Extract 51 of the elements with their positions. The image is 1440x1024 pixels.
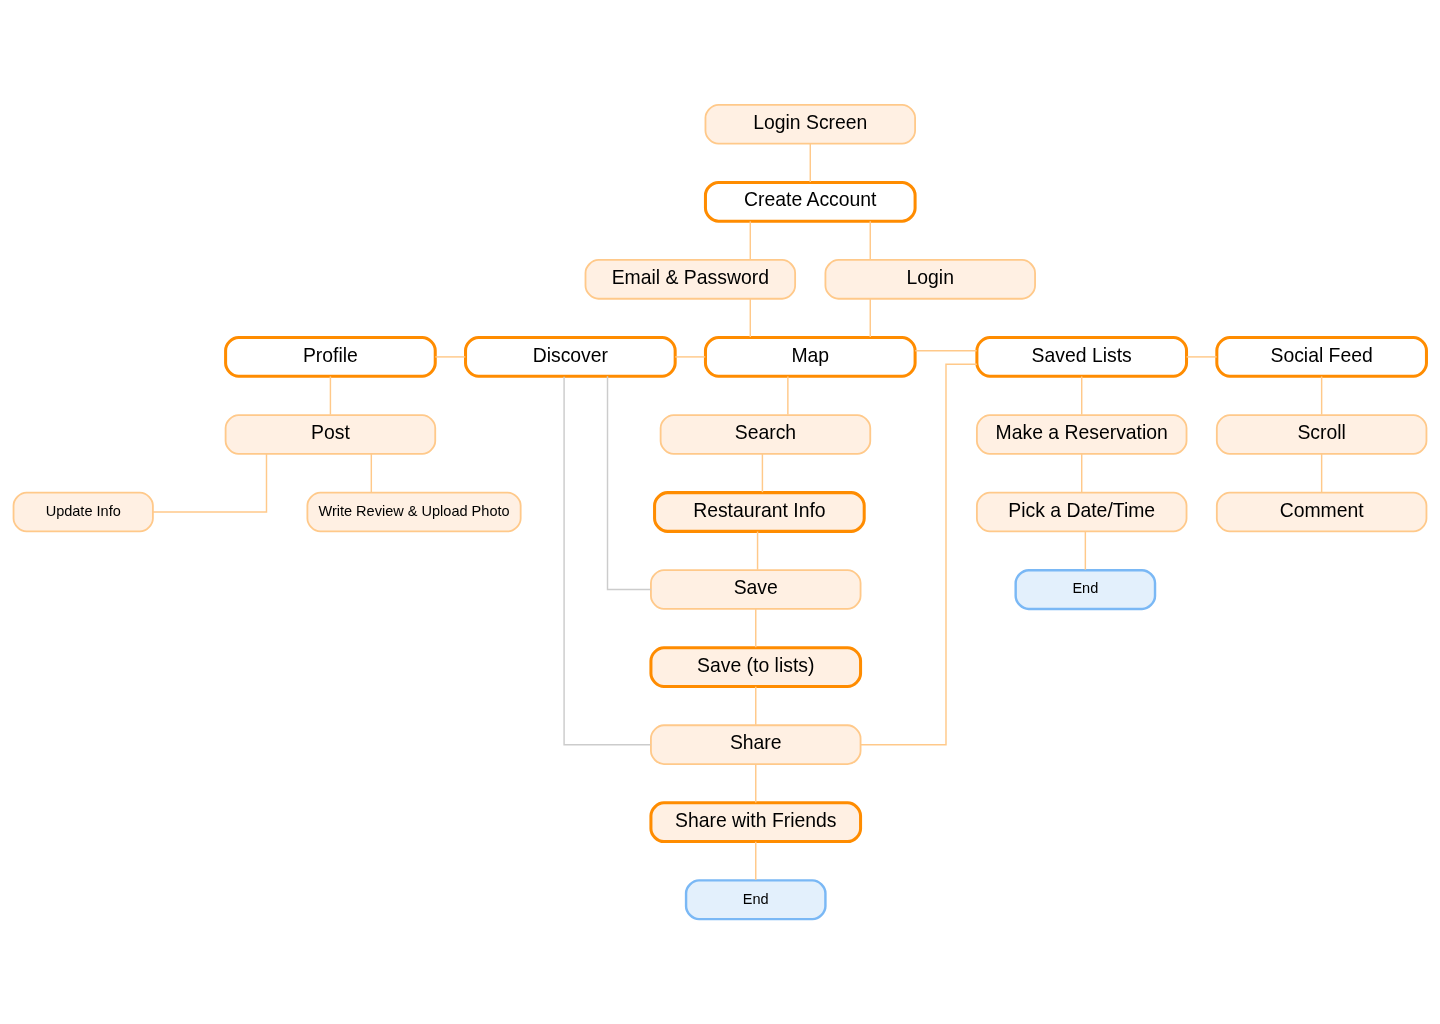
node-box: Save (to lists) <box>649 646 863 688</box>
connector <box>1081 375 1083 416</box>
connector <box>914 350 978 352</box>
node-box: Update Info <box>12 491 154 533</box>
connector <box>787 375 789 416</box>
connector <box>152 453 268 513</box>
connector <box>606 375 652 591</box>
node-box: Write Review & Upload Photo <box>306 491 522 533</box>
connector <box>860 363 978 746</box>
node-box: Pick a Date/Time <box>976 491 1188 533</box>
connector <box>1084 530 1087 571</box>
connector <box>434 356 467 358</box>
node-box: Discover <box>464 336 677 378</box>
connector <box>1081 453 1083 493</box>
node-box: Scroll <box>1215 414 1428 455</box>
node-box: Social Feed <box>1215 336 1428 378</box>
node-box: Login <box>824 259 1036 300</box>
connector <box>370 453 373 493</box>
node-box: End <box>684 879 827 921</box>
connector <box>749 298 751 338</box>
connector <box>1185 356 1218 358</box>
node-box: Login Screen <box>704 103 916 145</box>
connector <box>756 530 759 571</box>
node-box: End <box>1014 568 1157 611</box>
connector <box>749 220 751 261</box>
connector <box>755 841 757 881</box>
node-box: Restaurant Info <box>653 491 866 533</box>
connector <box>329 375 332 416</box>
node-box: Map <box>703 336 917 378</box>
connector <box>755 763 757 804</box>
node-box: Email & Password <box>584 259 797 300</box>
connector <box>1320 453 1323 493</box>
connector <box>755 685 757 726</box>
connector <box>563 375 652 746</box>
connector <box>755 608 757 648</box>
node-box: Post <box>224 414 437 455</box>
node-box: Save <box>650 569 862 610</box>
connector <box>869 220 871 261</box>
node-box: Saved Lists <box>975 336 1189 378</box>
node-box: Create Account <box>703 180 917 223</box>
node-box: Search <box>659 414 872 455</box>
node-box: Make a Reservation <box>976 414 1188 455</box>
node-box: Share <box>650 724 862 765</box>
node-box: Profile <box>224 336 437 378</box>
connector <box>809 143 811 183</box>
node-box: Share with Friends <box>649 801 863 844</box>
connector <box>761 453 764 493</box>
connector <box>674 356 706 358</box>
node-box: Comment <box>1215 491 1428 533</box>
connector <box>1320 375 1323 416</box>
connector <box>869 298 871 338</box>
